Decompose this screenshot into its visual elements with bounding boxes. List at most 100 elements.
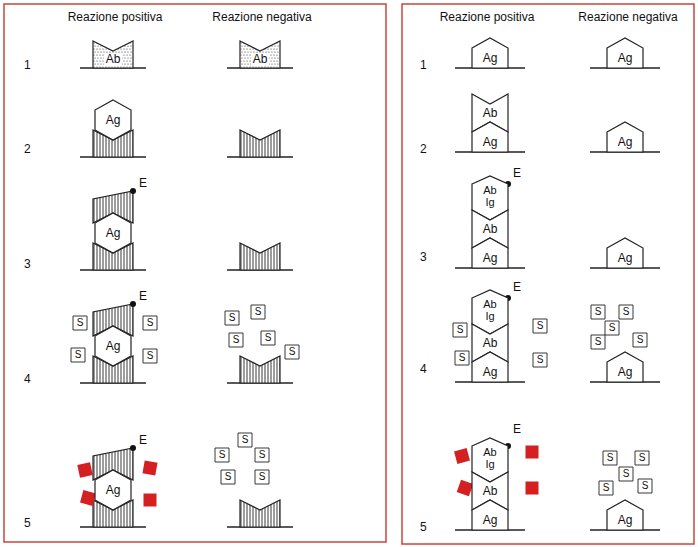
- node-label: S: [537, 321, 544, 332]
- node-label: Ag: [483, 366, 498, 379]
- enzyme-label: E: [513, 280, 521, 294]
- enzyme-labelled-antibody: [93, 191, 133, 480]
- node-label: Ag: [618, 366, 633, 379]
- column-heading: Reazione negativa: [212, 10, 311, 24]
- node-label: S: [623, 307, 630, 318]
- step-number: 2: [420, 142, 427, 156]
- node-label: Ag: [618, 252, 633, 265]
- node-label: Ab: [483, 107, 498, 120]
- substrate-square: S: [599, 481, 613, 495]
- substrate-square: S: [533, 319, 547, 333]
- node-label: S: [75, 350, 82, 361]
- node-label: S: [229, 313, 236, 324]
- node-label: S: [147, 318, 154, 329]
- substrate-square: S: [73, 316, 87, 330]
- node-label: S: [457, 325, 464, 336]
- step-number: 5: [420, 520, 427, 534]
- node-label: S: [642, 481, 649, 492]
- substrate-square: S: [251, 305, 265, 319]
- enzyme-label: E: [139, 433, 147, 447]
- column-heading: Reazione negativa: [578, 10, 677, 24]
- antigen-shape: Ag: [607, 352, 643, 382]
- node-label: S: [147, 351, 154, 362]
- coloured-product: [77, 446, 538, 507]
- substrate-square: S: [229, 333, 243, 347]
- node-label: S: [595, 307, 602, 318]
- node-label: S: [265, 333, 272, 344]
- antigen-hexagon: Ag: [95, 213, 131, 253]
- step-number: 3: [24, 257, 31, 271]
- node-label: Ag: [483, 252, 498, 265]
- substrate-square: S: [619, 305, 633, 319]
- substrate-square: S: [635, 451, 649, 465]
- antigen-shape: Ag: [472, 122, 508, 152]
- node-label: S: [623, 469, 630, 480]
- node-label: S: [225, 472, 232, 483]
- node-label: S: [637, 335, 644, 346]
- substrate-square: S: [143, 316, 157, 330]
- substrate-square: S: [533, 353, 547, 367]
- substrate-square: S: [453, 323, 467, 337]
- node-label: S: [219, 450, 226, 461]
- node-label: Ag: [483, 136, 498, 149]
- enzyme-label: E: [139, 289, 147, 303]
- step-number: 5: [24, 516, 31, 530]
- node-label: Ag: [618, 136, 633, 149]
- node-label: Ab: [483, 485, 498, 498]
- capture-antibody: [93, 130, 280, 527]
- substrate-square: S: [619, 467, 633, 481]
- node-label: S: [259, 450, 266, 461]
- substrate-square: S: [261, 331, 275, 345]
- antigen-shape: Ag: [472, 238, 508, 268]
- substrate-square: S: [603, 451, 617, 465]
- substrate-square: S: [255, 470, 269, 484]
- antigen-shape: Ag: [607, 500, 643, 530]
- node-label: Ab: [104, 53, 123, 66]
- node-label: S: [233, 335, 240, 346]
- node-label: Ag: [618, 514, 633, 527]
- substrate-square: S: [215, 448, 229, 462]
- node-label: S: [255, 307, 262, 318]
- antigen-shape: Ag: [607, 238, 643, 268]
- substrate-square: S: [605, 321, 619, 335]
- column-heading: Reazione positiva: [68, 10, 163, 24]
- substrate-square: S: [221, 470, 235, 484]
- node-label: S: [289, 347, 296, 358]
- antigen-shape: Ag: [607, 38, 643, 68]
- node-label: Ab: [483, 337, 498, 350]
- step-number: 4: [24, 372, 31, 386]
- antigen-shape: Ag: [472, 352, 508, 382]
- substrate-square: S: [255, 448, 269, 462]
- antigen-shape: Ag: [472, 38, 508, 68]
- substrate-square: S: [143, 349, 157, 363]
- node-label: Ab: [251, 53, 270, 66]
- node-label: Ag: [106, 484, 121, 497]
- plate-lines: [80, 68, 660, 530]
- node-label: S: [537, 355, 544, 366]
- column-heading: Reazione positiva: [440, 10, 535, 24]
- substrate-square: S: [591, 305, 605, 319]
- substrate-square: S: [225, 311, 239, 325]
- antigen-hexagon: Ag: [95, 100, 131, 140]
- node-label: Ab Ig: [483, 447, 496, 470]
- node-label: S: [259, 472, 266, 483]
- antigen-shape: Ag: [607, 122, 643, 152]
- enzyme-dot: [130, 181, 511, 451]
- node-label: Ab Ig: [483, 299, 496, 322]
- step-number: 1: [420, 58, 427, 72]
- antigen-hexagon: Ag: [95, 470, 131, 510]
- substrate-square: S: [591, 335, 605, 349]
- node-label: Ag: [106, 114, 121, 127]
- step-number: 2: [24, 142, 31, 156]
- step-number: 1: [24, 58, 31, 72]
- node-label: S: [609, 323, 616, 334]
- panel-frame: [402, 4, 694, 544]
- substrate-square: S: [633, 333, 647, 347]
- substrate-square: S: [238, 433, 252, 447]
- node-label: S: [77, 318, 84, 329]
- antibody-shape: Ab: [93, 41, 133, 68]
- substrate-square: S: [285, 345, 299, 359]
- node-label: Ag: [106, 340, 121, 353]
- node-label: S: [595, 337, 602, 348]
